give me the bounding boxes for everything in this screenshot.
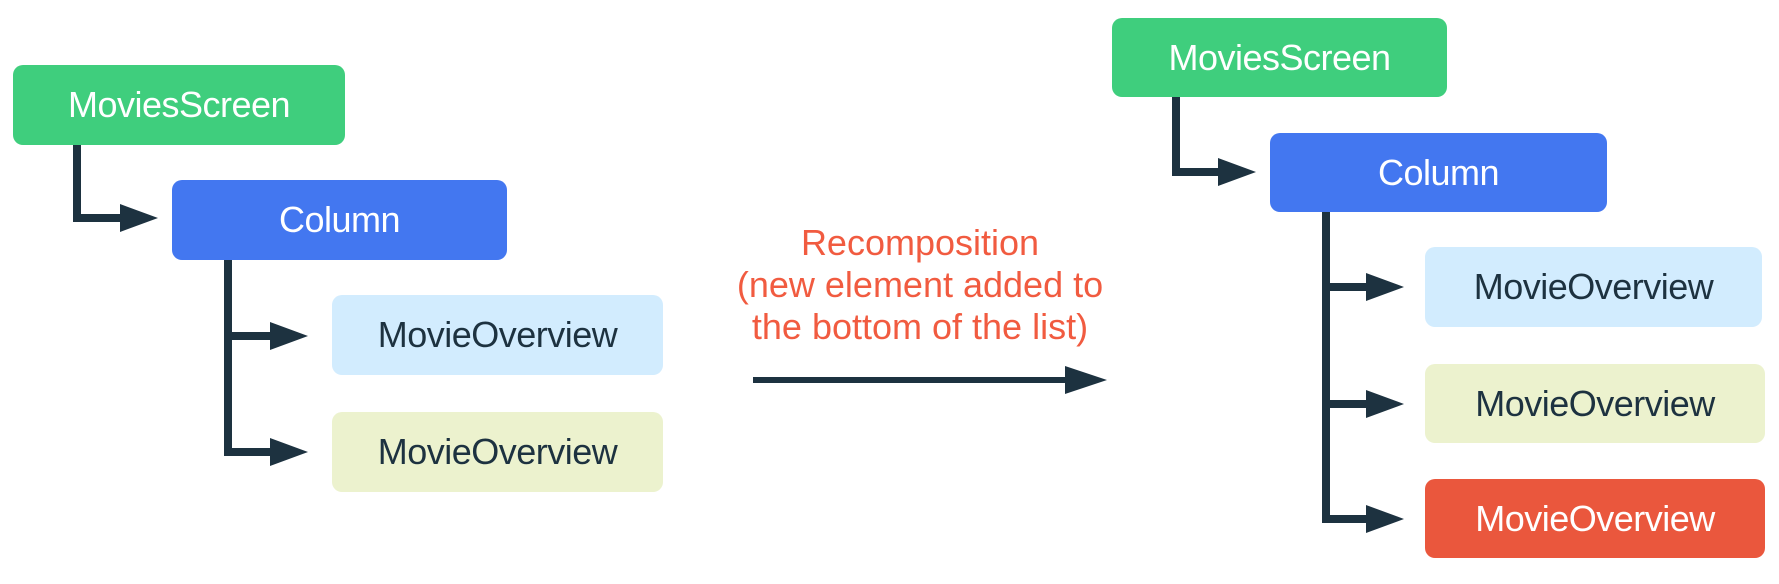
recomposition-arrow-shaft <box>753 377 1067 383</box>
before-node-moviesscreen: MoviesScreen <box>13 65 345 145</box>
before-connector-branch-1 <box>224 332 272 340</box>
after-connector-branch-1 <box>1322 283 1368 291</box>
arrowhead-icon <box>1218 158 1256 186</box>
recomposition-label: Recomposition (new element added to the … <box>700 222 1140 348</box>
after-node-movieoverview-2: MovieOverview <box>1425 364 1765 443</box>
after-node-movieoverview-3-new: MovieOverview <box>1425 479 1765 558</box>
after-node-moviesscreen: MoviesScreen <box>1112 18 1447 97</box>
before-connector-root-vertical <box>73 145 81 222</box>
after-connector-root-vertical <box>1172 97 1180 176</box>
arrowhead-icon <box>1366 273 1404 301</box>
arrowhead-icon <box>1366 505 1404 533</box>
before-node-column: Column <box>172 180 507 260</box>
before-connector-branch-2 <box>224 448 272 456</box>
arrowhead-icon <box>270 438 308 466</box>
before-node-movieoverview-1: MovieOverview <box>332 295 663 375</box>
recomposition-arrowhead-icon <box>1065 366 1107 394</box>
recomposition-label-line-3: the bottom of the list) <box>751 306 1089 347</box>
after-connector-trunk <box>1322 212 1330 523</box>
after-connector-branch-2 <box>1322 400 1368 408</box>
before-connector-root-horizontal <box>73 214 123 222</box>
arrowhead-icon <box>1366 390 1404 418</box>
recomposition-label-line-2: (new element added to <box>736 264 1104 305</box>
after-node-column: Column <box>1270 133 1607 212</box>
after-connector-root-horizontal <box>1172 168 1220 176</box>
recomposition-label-line-1: Recomposition <box>800 222 1040 263</box>
before-connector-trunk <box>224 260 232 456</box>
arrowhead-icon <box>270 322 308 350</box>
before-node-movieoverview-2: MovieOverview <box>332 412 663 492</box>
after-node-movieoverview-1: MovieOverview <box>1425 247 1762 327</box>
after-connector-branch-3 <box>1322 515 1368 523</box>
arrowhead-icon <box>120 204 158 232</box>
